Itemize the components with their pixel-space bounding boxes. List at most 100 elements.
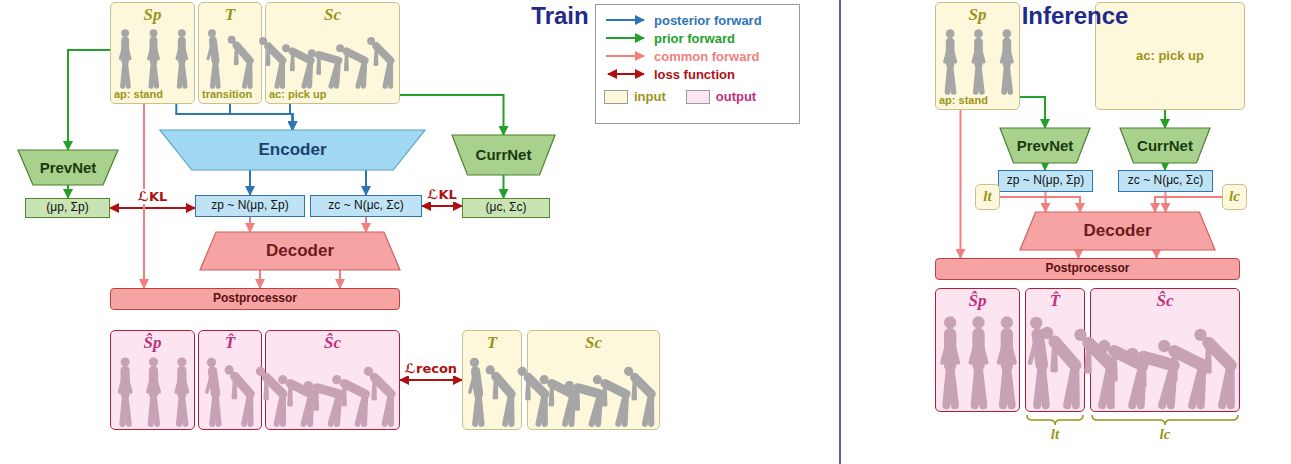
- output-box: T̂: [198, 330, 262, 430]
- input-box: Sc: [527, 330, 660, 430]
- legend-text: input: [634, 89, 666, 104]
- node-caption: ac: pick up: [269, 88, 326, 101]
- trapezoid-shape: [1000, 128, 1090, 163]
- node-title: zc ~ N(μc, Σc): [1128, 174, 1203, 188]
- node-title: PrevNet: [40, 159, 97, 176]
- legend-line-sample: [604, 13, 648, 27]
- node-title: T: [487, 333, 497, 353]
- human-figure: [943, 316, 958, 405]
- human-figure: [999, 316, 1014, 405]
- output-box: Ŝp: [935, 288, 1020, 412]
- human-figure: [228, 36, 250, 86]
- node-title: zc ~ N(μc, Σc): [328, 199, 403, 213]
- trapezoid-shape: [18, 150, 118, 185]
- human-figure: [1001, 29, 1012, 92]
- human-figure: [119, 357, 130, 423]
- human-figure: [149, 29, 159, 86]
- length-label: lt: [1051, 426, 1059, 443]
- node-caption: ap: stand: [114, 88, 163, 101]
- length-label: lc: [1160, 426, 1171, 443]
- postprocessor-bar: Postprocessor: [110, 288, 400, 310]
- output-box: T̂: [1025, 288, 1085, 412]
- network-block: CurrNet: [452, 135, 555, 175]
- connector-arrow: [1000, 197, 1080, 212]
- node-title: Ŝp: [144, 333, 162, 353]
- connector-arrow: [259, 270, 261, 288]
- human-figure: [1126, 348, 1173, 406]
- human-figure: [1158, 340, 1202, 405]
- node-title: Sc: [324, 5, 341, 25]
- node-title: lt: [983, 188, 991, 205]
- input-box: Ttransition: [198, 2, 262, 104]
- human-figure: [593, 375, 626, 424]
- legend-text: loss function: [654, 67, 735, 82]
- connector-arrow: [1165, 192, 1167, 212]
- node-title: Postprocessor: [213, 292, 297, 306]
- trapezoid-shape: [452, 135, 555, 175]
- length-brace: [1027, 415, 1083, 425]
- connector-arrow: [1164, 163, 1166, 170]
- postprocessor-bar: Postprocessor: [935, 258, 1240, 280]
- node-title: Encoder: [258, 140, 326, 160]
- connector-arrow: [503, 175, 505, 198]
- node-title: (μp, Σp): [46, 201, 88, 215]
- encoder-block: Encoder: [160, 130, 425, 170]
- panel-title: Train: [531, 2, 588, 30]
- node-title: Sc: [585, 333, 602, 353]
- human-figure: [208, 29, 218, 86]
- panel-title: Inference: [1022, 2, 1129, 30]
- node-title: T̂: [225, 333, 235, 353]
- human-figure: [256, 367, 283, 424]
- network-block: PrevNet: [18, 150, 118, 185]
- length-box: lc: [1222, 184, 1247, 210]
- human-figure: [973, 29, 984, 92]
- connector-arrow: [960, 110, 962, 258]
- legend-row: input output: [604, 89, 791, 104]
- human-figure: [176, 357, 187, 423]
- network-block: PrevNet: [1000, 128, 1090, 163]
- node-title: zp ~ N(μp, Σp): [1007, 174, 1084, 188]
- input-box: Spap: stand: [110, 2, 195, 104]
- connector-arrow: [1078, 250, 1080, 258]
- node-title: Decoder: [1083, 221, 1151, 241]
- connector-arrow: [365, 170, 367, 195]
- connector-arrow: [365, 217, 367, 232]
- legend-line-sample: [604, 31, 648, 45]
- connector-arrow: [68, 50, 110, 150]
- human-figure: [518, 367, 545, 424]
- network-block: CurrNet: [1120, 128, 1210, 163]
- node-title: (μc, Σc): [486, 201, 527, 215]
- connector-arrow: [1045, 192, 1047, 212]
- node-title: zp ~ N(μp, Σp): [211, 199, 288, 213]
- trapezoid-shape: [160, 130, 425, 170]
- decoder-block: Decoder: [200, 232, 400, 270]
- node-title: CurrNet: [476, 146, 532, 163]
- node-title: Ŝc: [1157, 291, 1174, 311]
- gaussian-param-box: (μp, Σp): [25, 198, 110, 218]
- human-figure: [364, 367, 391, 424]
- human-figure: [1074, 329, 1110, 405]
- latent-box: zp ~ N(μp, Σp): [195, 195, 305, 217]
- node-title: Ŝc: [324, 333, 341, 353]
- trapezoid-shape: [1120, 128, 1210, 163]
- human-figure: [304, 381, 339, 424]
- legend-line-sample: [604, 67, 648, 81]
- human-figure: [1098, 340, 1142, 405]
- legend-text: output: [716, 89, 756, 104]
- human-figure: [282, 44, 310, 86]
- output-box: Ŝp: [110, 330, 195, 430]
- node-title: CurrNet: [1137, 137, 1193, 154]
- length-box: lt: [975, 184, 1000, 210]
- latent-box: zc ~ N(μc, Σc): [1118, 170, 1213, 192]
- loss-label: ℒKL: [425, 187, 459, 202]
- output-box: Ŝc: [1090, 288, 1240, 412]
- node-title: T̂: [1050, 291, 1060, 311]
- human-figure: [336, 44, 364, 86]
- connector-arrow: [1020, 97, 1045, 128]
- human-figure: [945, 29, 956, 92]
- legend-box: posterior forwardprior forwardcommon for…: [595, 4, 800, 124]
- connector-arrow: [400, 95, 504, 135]
- human-figure: [486, 365, 512, 424]
- output-box: Ŝc: [265, 330, 400, 430]
- latent-box: zc ~ N(μc, Σc): [310, 195, 422, 217]
